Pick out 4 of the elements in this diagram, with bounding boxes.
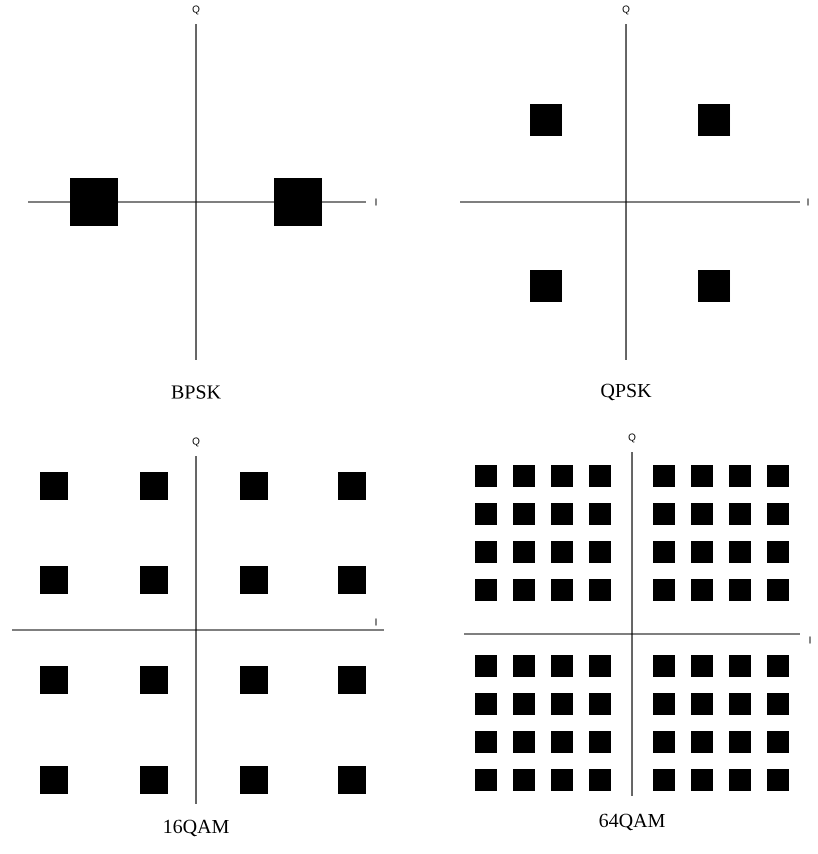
diagram-caption: 64QAM — [599, 813, 665, 831]
diagram-caption: 16QAM — [164, 819, 229, 837]
diagram-caption: QPSK — [601, 383, 652, 401]
diagram-caption: BPSK — [171, 385, 221, 399]
